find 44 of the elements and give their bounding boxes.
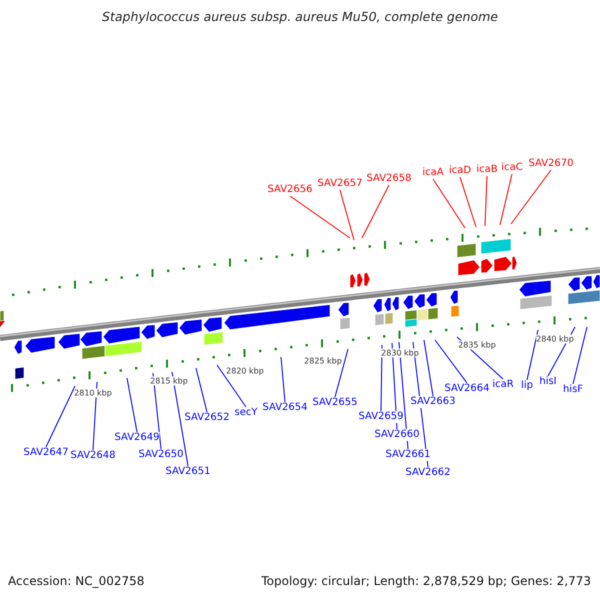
gene-label: SAV2658: [366, 173, 412, 185]
scale-label: 2830 kbp: [381, 348, 419, 358]
leader-line: [216, 364, 246, 408]
leader-line: [334, 348, 348, 398]
scale-label: 2825 kbp: [304, 356, 342, 366]
gene-label: SAV2656: [267, 184, 313, 196]
scale-label: 2810 kbp: [74, 388, 112, 398]
leader-line: [510, 170, 552, 224]
leader-line: [424, 340, 434, 396]
gene-label: SAV2661: [385, 449, 431, 461]
leader-line: [92, 382, 98, 450]
leader-line: [380, 344, 382, 412]
gene-label: SAV2670: [528, 158, 574, 170]
gene-label: SAV2657: [317, 178, 363, 190]
scale-label: 2840 kbp: [536, 334, 574, 344]
leader-line: [290, 196, 350, 238]
topology-text: Topology: circular; Length: 2,878,529 bp; Genes: 2,773: [261, 574, 591, 588]
leader-line: [432, 178, 466, 228]
leader-line: [460, 176, 476, 228]
gene-label: SAV2663: [410, 396, 456, 408]
gene-label: icaC: [501, 162, 523, 174]
title: Staphylococcus aureus subsp. aureus Mu50, complete genome: [101, 9, 499, 24]
gene-label: SAV2660: [374, 429, 420, 441]
leader-line: [172, 372, 188, 466]
leader-line: [362, 184, 390, 238]
leader-line: [484, 176, 488, 226]
gene-label: SAV2659: [358, 411, 404, 423]
leader-line: [572, 326, 588, 384]
leader-line: [46, 386, 76, 448]
leader-line: [434, 340, 468, 384]
scale-label: 2835 kbp: [458, 340, 496, 350]
accession-text: Accession: NC_002758: [8, 574, 144, 588]
leader-line: [126, 378, 138, 432]
scale-label: 2820 kbp: [226, 366, 264, 376]
gene-label: icaD: [448, 165, 472, 177]
leader-line: [500, 174, 512, 226]
leader-line: [526, 330, 538, 380]
scale-ruler: [12, 228, 588, 296]
leader-line: [196, 368, 208, 412]
leader-line: [340, 190, 354, 240]
leader-line: [152, 372, 162, 450]
gene-label: icaA: [422, 167, 444, 179]
leader-line: [280, 356, 286, 402]
scale-label: 2815 kbp: [150, 376, 188, 386]
